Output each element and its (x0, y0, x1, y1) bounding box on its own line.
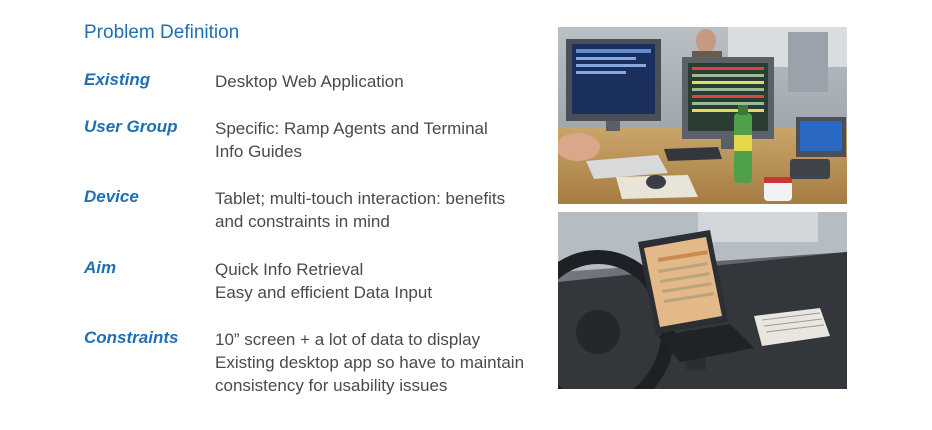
row-value: Specific: Ramp Agents and Terminal Info … (215, 117, 545, 163)
row-value-line: Specific: Ramp Agents and Terminal (215, 119, 488, 138)
row-label: Device (84, 187, 139, 206)
page-title: Problem Definition (84, 22, 240, 43)
row-label: Aim (84, 258, 117, 277)
office-desktop-photo (558, 27, 847, 204)
row-value: Desktop Web Application (215, 70, 545, 93)
row-value-line: 10” screen + a lot of data to display (215, 330, 481, 349)
row-label: Constraints (84, 328, 179, 347)
row-label: Existing (84, 70, 151, 89)
row-value-line: Quick Info Retrieval (215, 260, 364, 279)
row-value-line: Desktop Web Application (215, 72, 404, 91)
row-value: 10” screen + a lot of data to display Ex… (215, 328, 545, 397)
row-value: Tablet; multi-touch interaction: benefit… (215, 187, 545, 233)
row-value-line: Tablet; multi-touch interaction: benefit… (215, 189, 506, 208)
row-value-line: consistency for usability issues (215, 376, 448, 395)
row-label: User Group (84, 117, 178, 136)
row-value-line: Easy and efficient Data Input (215, 283, 433, 302)
row-value: Quick Info Retrieval Easy and efficient … (215, 258, 545, 304)
vehicle-tablet-photo (558, 212, 847, 389)
row-value-line: Existing desktop app so have to maintain (215, 353, 525, 372)
row-value-line: and constraints in mind (215, 212, 390, 231)
row-value-line: Info Guides (215, 142, 302, 161)
